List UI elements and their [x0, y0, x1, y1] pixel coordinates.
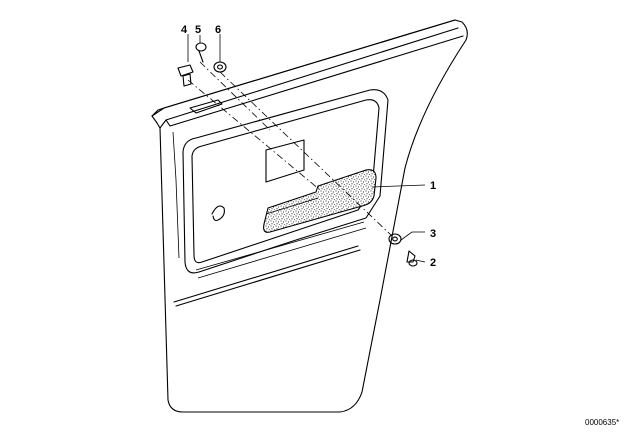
door-trim-panel — [151, 19, 468, 413]
nut-part-3 — [388, 233, 402, 245]
screw-part-2 — [406, 250, 418, 267]
clip-part-4 — [177, 64, 194, 87]
window-recess — [182, 89, 389, 274]
callout-1: 1 — [430, 180, 436, 192]
callout-6: 6 — [215, 24, 221, 36]
callout-2: 2 — [430, 257, 436, 269]
callout-4: 4 — [181, 24, 188, 36]
screw-part-5 — [195, 42, 207, 63]
document-id: 0000635* — [585, 418, 619, 427]
armrest-pocket — [263, 169, 377, 233]
assembly-lines — [187, 61, 393, 237]
leader-lines — [187, 34, 426, 263]
callout-5: 5 — [195, 24, 201, 36]
washer-part-6 — [213, 61, 227, 73]
lower-trim-lines — [173, 221, 367, 307]
callout-3: 3 — [430, 228, 436, 240]
